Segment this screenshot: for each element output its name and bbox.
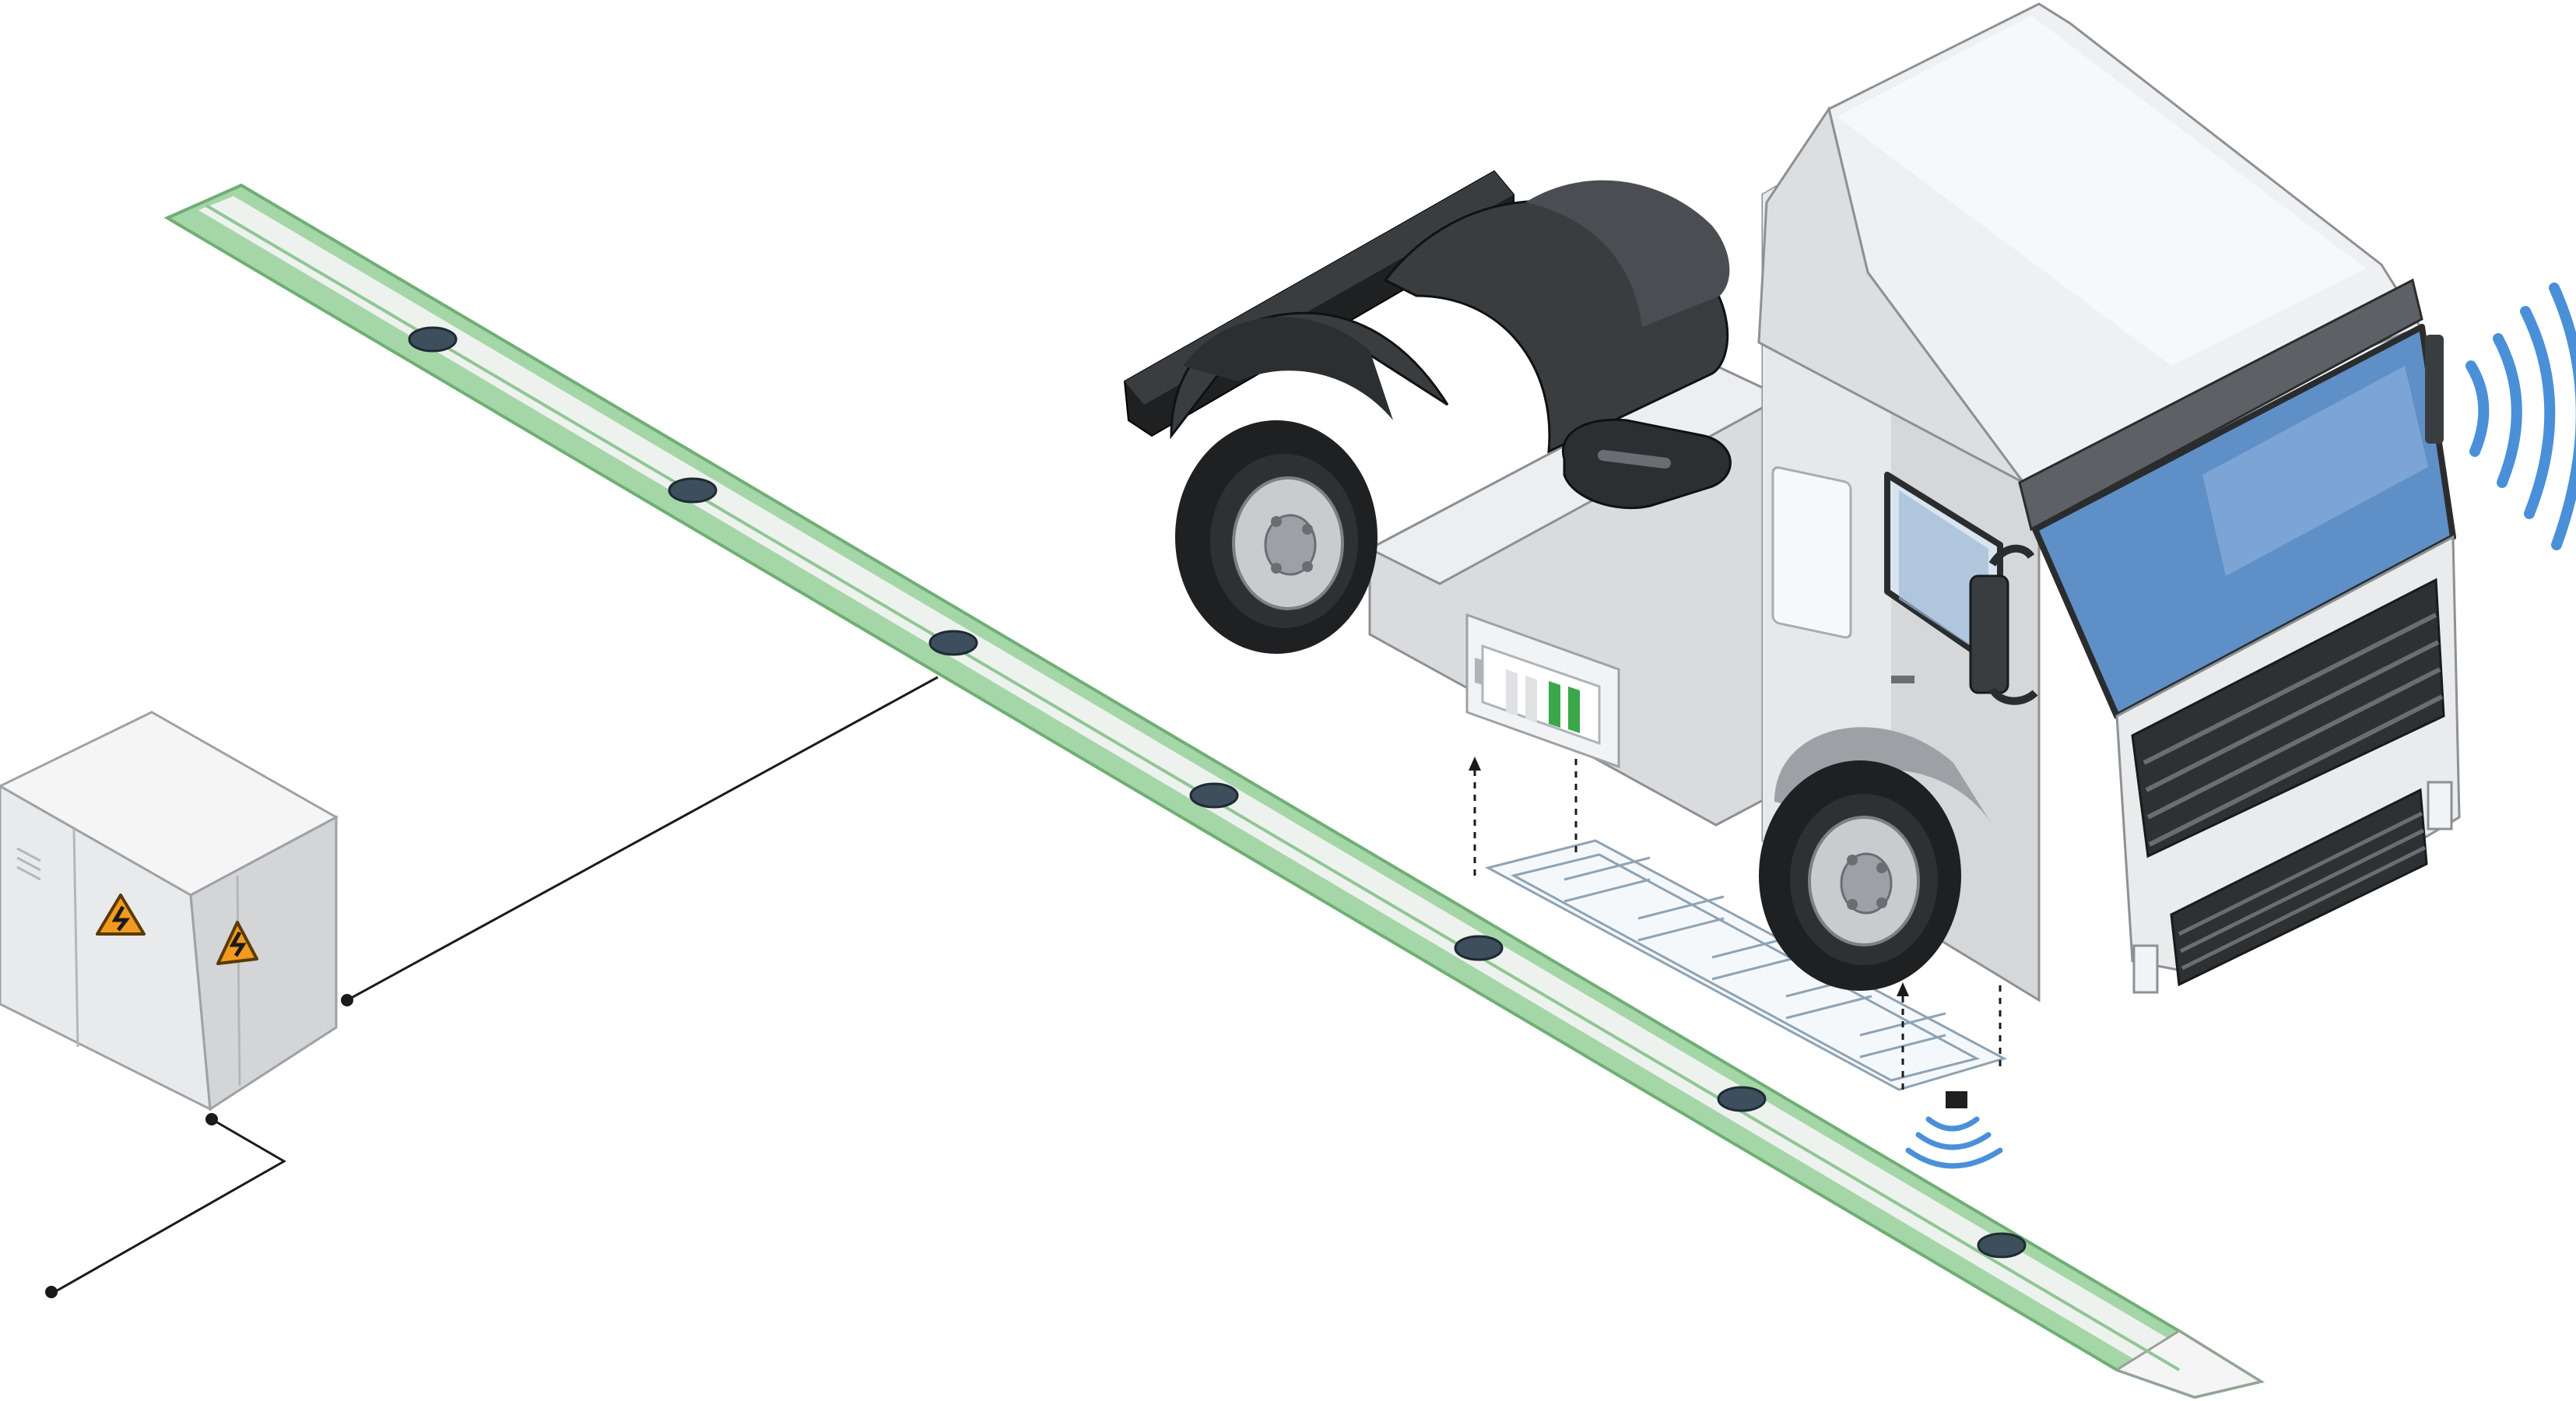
- cab-side-window-tint: [1899, 490, 1988, 658]
- high-voltage-warning-icon: [96, 894, 146, 936]
- rail-pod: [928, 630, 978, 656]
- pickup-frame-outline: [1484, 839, 2007, 1091]
- pickup-dashed-arrows: [1473, 755, 2002, 1090]
- current-pickup-frame: [1484, 839, 2007, 1091]
- cable-dot: [341, 994, 353, 1006]
- lower-bumper-grille: [2170, 788, 2428, 987]
- cable-cabinet-to-rail: [346, 676, 939, 1002]
- pickup-frame-inner: [1510, 853, 1981, 1082]
- rail-pod: [1977, 1232, 2027, 1259]
- cabinet-door-seam: [72, 828, 79, 1048]
- rear-fender-cover-top: [1525, 180, 1730, 327]
- front-wheel: [1759, 727, 1992, 991]
- battery-icon: [1475, 644, 1601, 746]
- sun-visor: [2018, 278, 2423, 532]
- front-wheel-arch: [1774, 727, 1992, 825]
- cab-roof-top: [1837, 16, 2366, 366]
- battery-bar-empty: [1525, 676, 1537, 722]
- cabinet-door-seam: [236, 875, 241, 1087]
- truck-sensor: [2425, 335, 2444, 444]
- battery-bar-charged: [1549, 681, 1560, 728]
- cab-side-panel: [1771, 466, 1852, 639]
- fifth-wheel-slot: [1598, 450, 1671, 469]
- rear-wheel: [1175, 420, 1377, 654]
- cable-dot: [45, 1286, 58, 1298]
- battery-bar-empty: [1506, 669, 1518, 716]
- battery-pack: [1465, 613, 1620, 769]
- fog-light: [2427, 781, 2453, 830]
- arrow-heads: [1469, 757, 1909, 996]
- pickup-sensor: [1946, 1091, 1967, 1108]
- rail-center-line: [205, 204, 2181, 1371]
- fog-light: [2132, 944, 2159, 994]
- rail-contact-pods: [408, 326, 2027, 1259]
- side-mirror: [1969, 544, 2038, 705]
- cable-junction-dots: [45, 994, 353, 1298]
- power-cables: [54, 676, 939, 1294]
- rail-pod: [1189, 782, 1239, 809]
- high-voltage-warning-icon: [216, 921, 258, 965]
- windshield-highlight: [2202, 366, 2428, 576]
- rail-pod: [668, 477, 718, 504]
- rail-end-cap: [2114, 1329, 2264, 1399]
- door-handle: [1891, 676, 1914, 683]
- cable-cabinet-to-grid: [54, 1118, 287, 1294]
- cabinet-side: [189, 815, 338, 1111]
- cab-roof-fairing-side: [1757, 106, 2025, 484]
- truck: [1123, 2, 2461, 1002]
- rail-pod: [408, 326, 458, 353]
- wireless-signal-icon: [1905, 1116, 2003, 1169]
- substation-cabinet: [0, 711, 339, 1111]
- cabinet-vent: [16, 847, 41, 881]
- battery-bar-charged: [1568, 686, 1580, 733]
- wireless-signal-icon: [2465, 283, 2576, 550]
- front-grille: [2131, 578, 2445, 859]
- rail-pod: [1454, 935, 1504, 961]
- rear-fender-lower: [1183, 317, 1393, 420]
- cable-dot: [205, 1113, 218, 1125]
- rail-pod: [1717, 1086, 1767, 1112]
